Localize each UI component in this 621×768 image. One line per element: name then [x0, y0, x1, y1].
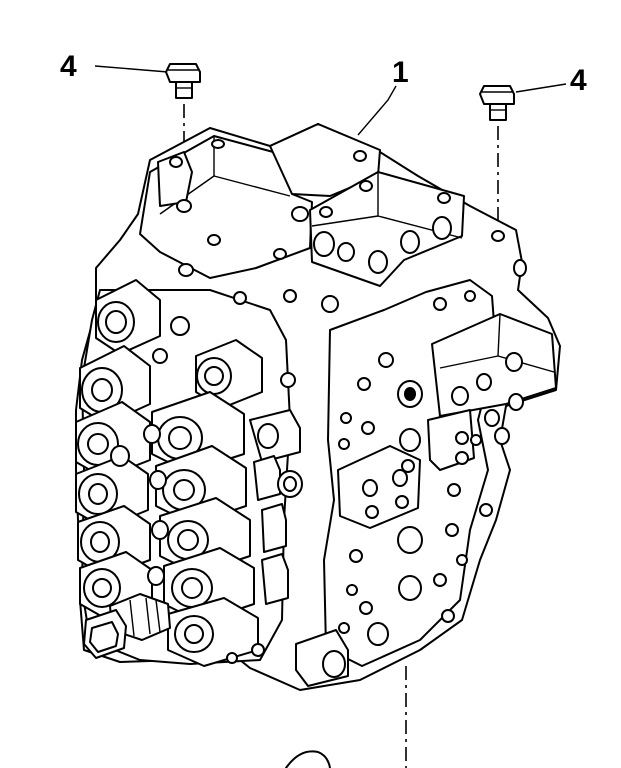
bolt-right-icon	[479, 85, 515, 121]
plug-icon	[110, 424, 169, 586]
spool-caps	[75, 279, 301, 667]
callout-4-left-label: 4	[60, 50, 77, 83]
partial-part-bottom	[285, 750, 331, 768]
pipe-fitting-icon	[295, 629, 349, 687]
port-holes	[152, 139, 527, 664]
spool-cap-icon	[195, 339, 263, 409]
leader-line-1	[357, 85, 397, 136]
bolt-left-icon	[165, 63, 201, 99]
callout-1-label: 1	[392, 56, 409, 89]
leader-line-4-left	[94, 65, 169, 73]
spool-cap-icon	[95, 279, 161, 355]
leader-line-4-right	[515, 83, 567, 93]
callout-4-right-label: 4	[570, 64, 587, 97]
spool-cap-icon	[75, 401, 151, 479]
relief-valve-icon	[83, 593, 171, 659]
spool-cap-icon	[79, 345, 151, 425]
